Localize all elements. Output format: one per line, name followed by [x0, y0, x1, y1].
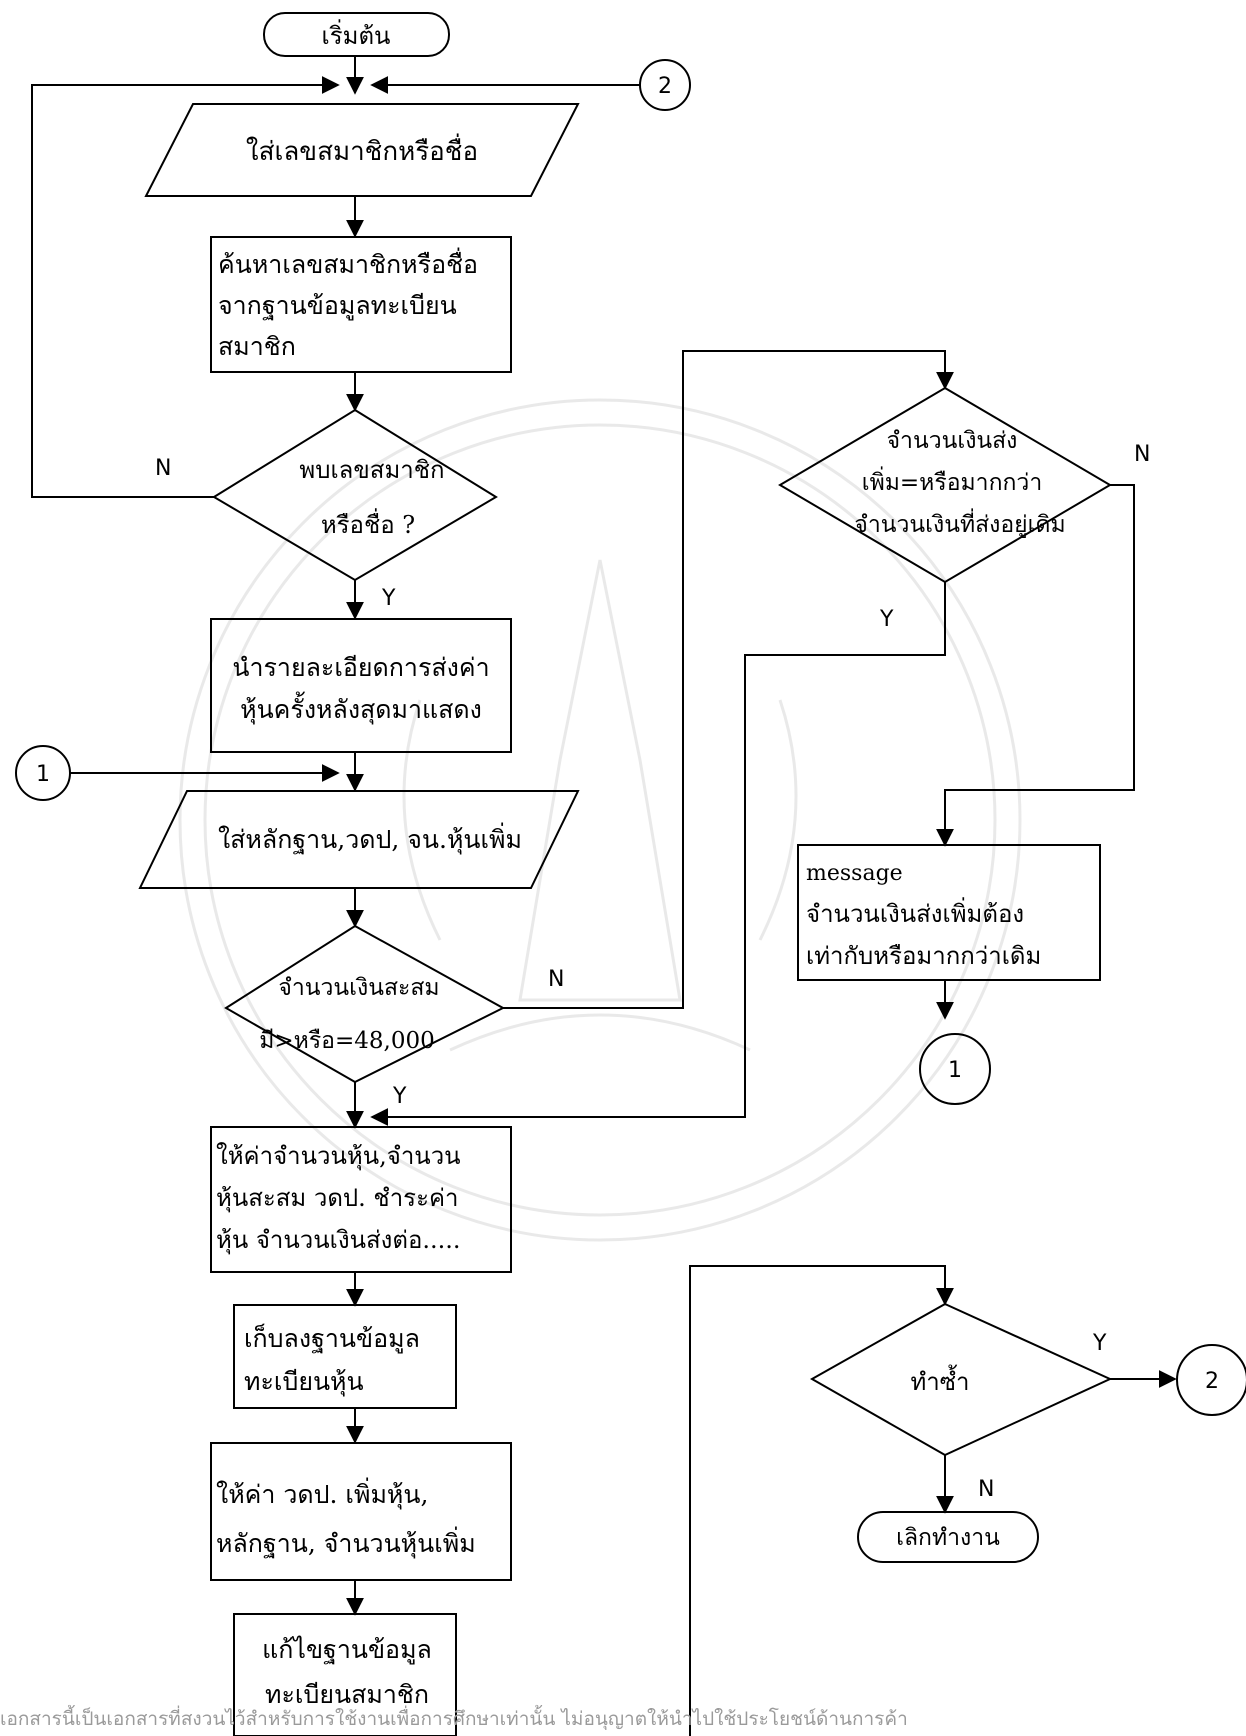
connector-2-top-label: 2 [658, 74, 672, 99]
connector-1-right [919, 1033, 991, 1105]
start-terminal [263, 12, 450, 57]
flow-line [503, 350, 954, 1009]
repeat-no-label: N [978, 1477, 994, 1502]
watermark-seal-icon [178, 398, 1022, 1242]
accum-no-label: N [548, 967, 564, 992]
found-yes-label: Y [381, 586, 396, 611]
found-decision [212, 408, 498, 582]
repeat-yes-label: Y [1092, 1331, 1107, 1356]
compare-no-label: N [1134, 442, 1150, 467]
message-line-3: เท่ากับหรือมากกว่าเดิม [806, 942, 1041, 970]
copyright-footer: เอกสารนี้เป็นเอกสารที่สงวนไว้สำหรับการใช… [0, 1708, 908, 1730]
accum-decision [224, 924, 506, 1084]
flow-line [689, 1265, 954, 1736]
compare-line-3: จำนวนเงินที่ส่งอยู่เดิม [854, 508, 1065, 538]
found-line-2: หรือชื่อ ? [321, 508, 415, 539]
connector-1-right-label: 1 [948, 1058, 962, 1083]
show-detail-line-1: นำรายละเอียดการส่งค่า [232, 653, 489, 682]
store-process [233, 1304, 457, 1409]
repeat-label: ทำซ้ำ [910, 1364, 969, 1396]
found-line-1: พบเลขสมาชิก [299, 456, 444, 484]
end-label: เลิกทำงาน [896, 1525, 1000, 1551]
assign-line-1: ให้ค่าจำนวนหุ้น,จำนวน [216, 1142, 461, 1171]
assign2-line-1: ให้ค่า วดป. เพิ่มหุ้น, [216, 1477, 428, 1510]
show-detail-process [210, 618, 512, 753]
connector-2-top [639, 59, 691, 111]
compare-line-2: เพิ่ม=หรือมากกว่า [862, 466, 1043, 496]
connector-2-right [1176, 1344, 1246, 1416]
repeat-decision [809, 1302, 1113, 1457]
show-detail-line-2: หุ้นครั้งหลังสุดมาแสดง [240, 691, 482, 725]
assign2-process [210, 1442, 512, 1581]
compare-decision [778, 386, 1112, 584]
message-line-2: จำนวนเงินส่งเพิ่มต้อง [806, 897, 1024, 928]
edit-line-1: แก้ไขฐานข้อมูล [262, 1635, 432, 1665]
compare-yes-label: Y [879, 607, 894, 632]
input-evidence-parallelogram [138, 790, 580, 889]
flow-line [370, 582, 946, 1126]
accum-yes-label: Y [392, 1084, 407, 1109]
search-process [210, 236, 512, 373]
end-terminal [857, 1511, 1039, 1563]
assign-line-3: หุ้น จำนวนเงินส่งต่อ..... [216, 1226, 461, 1255]
assign2-line-2: หลักฐาน, จำนวนหุ้นเพิ่ม [216, 1526, 476, 1559]
search-line-2: จากฐานข้อมูลทะเบียน [218, 291, 457, 321]
flow-line [31, 76, 340, 498]
store-line-2: ทะเบียนหุ้น [244, 1367, 364, 1397]
edit-line-2: ทะเบียนสมาชิก [265, 1680, 429, 1709]
search-line-3: สมาชิก [218, 332, 296, 361]
assign-process [210, 1126, 512, 1273]
compare-line-1: จำนวนเงินส่ง [887, 428, 1018, 454]
search-line-1: ค้นหาเลขสมาชิกหรือชื่อ [218, 247, 478, 279]
input-evidence-label: ใส่หลักฐาน,วดป, จน.หุ้นเพิ่ม [218, 822, 522, 855]
input-member-label: ใส่เลขสมาชิกหรือชื่อ [246, 133, 478, 167]
accum-line-2: มี>หรือ=48,000 [259, 1028, 435, 1054]
assign-line-2: หุ้นสะสม วดป. ชำระค่า [216, 1184, 459, 1213]
flow-line [936, 484, 1135, 847]
edit-process [233, 1613, 457, 1736]
message-line-1: message [806, 861, 903, 886]
accum-line-1: จำนวนเงินสะสม [278, 975, 439, 1001]
message-process [797, 844, 1101, 981]
connector-1-left-label: 1 [36, 762, 50, 787]
connector-1-left [15, 745, 71, 801]
found-no-label: N [155, 456, 171, 481]
connector-2-right-label: 2 [1205, 1369, 1219, 1394]
start-label: เริ่มต้น [322, 19, 391, 50]
input-member-parallelogram [144, 103, 580, 197]
store-line-1: เก็บลงฐานข้อมูล [244, 1323, 420, 1354]
